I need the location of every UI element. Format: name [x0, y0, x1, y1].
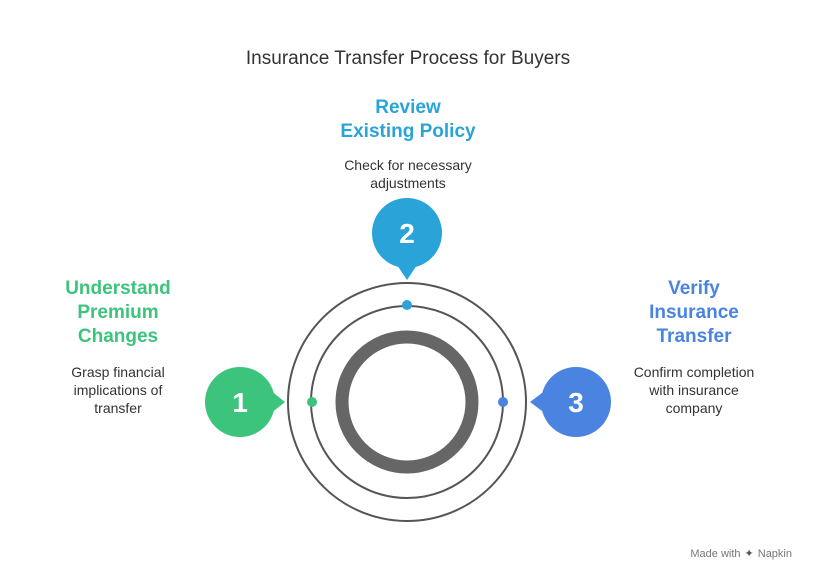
step-2-title-line: Existing Policy — [340, 121, 476, 142]
step-1-desc-line: implications of — [73, 382, 163, 398]
diagram-title: Insurance Transfer Process for Buyers — [245, 48, 571, 69]
made-with-text: Made with — [690, 547, 741, 560]
step-1-title-line: Understand — [65, 278, 171, 299]
step-3-number: 3 — [568, 387, 584, 418]
made-with-napkin-badge[interactable]: Made with ✦ Napkin — [690, 547, 792, 561]
napkin-logo-icon: ✦ — [744, 548, 754, 560]
step-3-title-line: Transfer — [656, 326, 732, 347]
step-1-desc-line: transfer — [94, 400, 142, 416]
step-3-desc-line: with insurance — [649, 382, 739, 398]
step-1-desc-line: Grasp financial — [71, 364, 165, 380]
step-3-dot — [498, 397, 508, 407]
step-1-title-line: Premium — [77, 302, 159, 323]
step-1-title: Understand Premium Changes — [48, 277, 188, 349]
step-1-title-line: Changes — [77, 326, 159, 347]
step-3-desc-line: company — [665, 400, 723, 416]
step-2-desc-line: adjustments — [370, 175, 446, 191]
step-3-description: Confirm completion with insurance compan… — [614, 363, 774, 417]
step-3-title-line: Insurance — [649, 302, 739, 323]
step-1-dot — [307, 397, 317, 407]
inner-ring — [335, 330, 479, 474]
step-3-desc-line: Confirm completion — [633, 364, 755, 380]
step-2-desc-line: Check for necessary — [344, 157, 472, 173]
step-2-title-line: Review — [375, 97, 441, 118]
step-3-title: Verify Insurance Transfer — [614, 277, 774, 349]
step-1-description: Grasp financial implications of transfer — [48, 363, 188, 417]
outer-ring — [287, 282, 527, 522]
step-3-title-line: Verify — [668, 278, 720, 299]
step-2-dot — [402, 300, 412, 310]
step-1-number: 1 — [232, 387, 248, 418]
step-2-title: Review Existing Policy — [318, 96, 498, 144]
step-2-number: 2 — [399, 218, 415, 249]
step-2-description: Check for necessary adjustments — [318, 156, 498, 192]
step-1-marker: 1 — [205, 367, 285, 437]
step-3-marker: 3 — [530, 367, 611, 437]
step-2-marker: 2 — [372, 198, 442, 280]
napkin-name: Napkin — [757, 547, 792, 560]
